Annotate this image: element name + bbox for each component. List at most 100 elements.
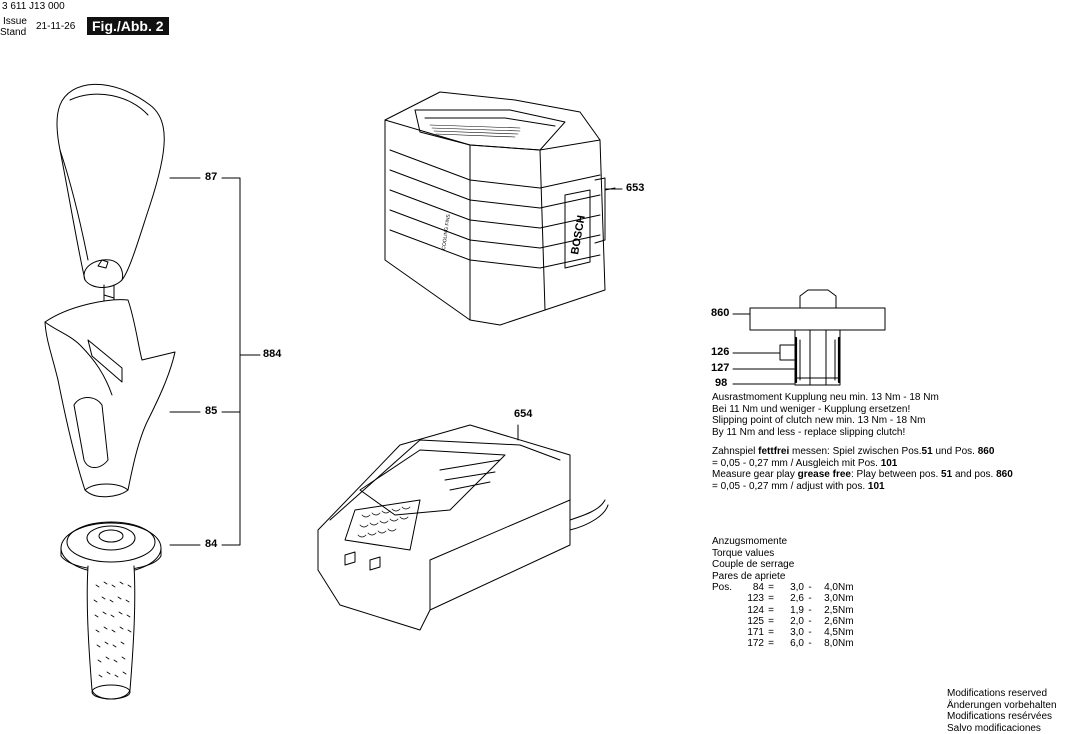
torque-cell-max: 2,6 [824,615,838,627]
part-number: 3 611 J13 000 [2,1,65,12]
torque-cell-pre [712,593,740,604]
torque-cell-pos: 171 [747,627,764,639]
torque-cell-eq: = [768,615,774,627]
gear-note-text: messen: Spiel zwischen Pos. [789,446,922,457]
callout-884: 884 [263,348,282,360]
torque-cell-min: 2,0 [790,615,804,627]
torque-cell-pos: 124 [747,604,764,616]
gear-note-text: and pos. [952,469,997,480]
modifications-line: Modifications resérvées [947,711,1053,722]
torque-cell-pre [712,638,740,649]
clutch-note-line: By 11 Nm and less - replace slipping clu… [712,426,906,438]
gear-note-emph: 860 [977,446,995,457]
callout-654: 654 [514,408,533,420]
leader-lines-handle-group [169,177,261,546]
torque-cell-eq: = [768,638,774,650]
gear-note-emph: 101 [867,480,885,492]
gear-note-emph: fettfrei [758,446,790,457]
torque-cell-pre [712,627,740,638]
clutch-note-line: Bei 11 Nm und weniger - Kupplung ersetze… [712,403,911,415]
figure-tag: Fig./Abb. 2 [87,17,169,35]
torque-values-block: Anzugsmomente Torque values Couple de se… [712,536,854,650]
torque-cell-unit: Nm [838,604,854,616]
callout-126: 126 [711,346,730,358]
torque-cell-dash: - [808,638,812,650]
issue-date: 21-11-26 [36,21,76,32]
callout-84: 84 [205,538,218,550]
gear-note-emph: 51 [941,469,953,480]
torque-cell-unit: Nm [838,638,854,650]
torque-cell-pre [712,616,740,627]
torque-cell-eq: = [768,582,774,593]
part-653-battery-pack [384,91,616,326]
callout-85: 85 [205,405,218,417]
gear-note-emph: 860 [996,469,1013,480]
part-84-side-handle [60,521,162,700]
part-87-depth-stop-cone [56,83,165,336]
torque-cell-min: 3,0 [790,627,804,639]
callout-98: 98 [715,377,728,389]
torque-cell-pos: 84 [752,582,764,593]
torque-cell-pos: 123 [747,593,764,605]
torque-title: Torque values [712,547,775,559]
gear-note-emph: 51 [921,446,933,457]
torque-cell-eq: = [768,604,774,616]
modifications-note: Modifications reserved Änderungen vorbeh… [947,688,1057,734]
torque-cell-dash: - [808,627,812,639]
gear-note-text: = 0,05 - 0,27 mm / adjust with pos. [712,480,868,492]
torque-cell-eq: = [768,627,774,639]
leader-lines-clutch [605,188,795,385]
torque-cell-min: 6,0 [790,638,804,650]
torque-cell-max: 4,0 [824,582,838,593]
clutch-note: Ausrastmoment Kupplung neu min. 13 Nm - … [712,392,939,438]
clutch-note-line: Slipping point of clutch new min. 13 Nm … [712,415,926,426]
torque-cell-max: 2,5 [824,604,838,616]
torque-cell-min: 2,6 [790,593,804,605]
torque-cell-dash: - [808,593,812,605]
modifications-line: Modifications reserved [947,688,1048,699]
stand-label: Stand [0,27,27,38]
torque-cell-unit: Nm [838,627,854,639]
torque-cell-unit: Nm [838,593,854,605]
torque-cell-min: 3,0 [790,582,804,593]
torque-cell-dash: - [808,604,812,616]
torque-cell-max: 8,0 [824,638,838,650]
torque-cell-min: 1,9 [790,604,804,616]
gear-note-text: Zahnspiel [712,446,759,457]
part-654-charger [317,424,609,631]
torque-cell-pos: 172 [747,638,764,650]
gear-note-emph: 101 [880,457,898,469]
torque-cell-pre: Pos. [712,582,733,593]
gear-note-text: und Pos. [932,446,978,457]
part-85-shroud [44,299,176,498]
torque-cell-pre [712,605,740,616]
battery-cooling-text: COOLING FINS [441,213,452,250]
gear-note-emph: grease free [797,469,851,480]
torque-title: Couple de serrage [712,559,795,570]
torque-cell-max: 3,0 [824,593,838,605]
callout-860: 860 [711,307,730,319]
torque-cell-dash: - [808,615,812,627]
gear-note-text: Measure gear play [712,469,798,480]
torque-cell-dash: - [808,582,812,593]
gear-play-note: Zahnspiel fettfrei messen: Spiel zwische… [712,446,1013,492]
torque-cell-unit: Nm [838,582,854,593]
clutch-detail-drawing [749,289,886,386]
issue-label: Issue [3,16,27,27]
modifications-line: Änderungen vorbehalten [947,699,1057,711]
torque-title: Pares de apriete [712,570,786,582]
callout-653: 653 [626,182,645,194]
clutch-note-line: Ausrastmoment Kupplung neu min. 13 Nm - … [712,392,939,403]
torque-cell-max: 4,5 [824,627,838,639]
torque-cell-unit: Nm [838,615,854,627]
torque-cell-pos: 125 [747,615,764,627]
callout-127: 127 [711,362,730,374]
